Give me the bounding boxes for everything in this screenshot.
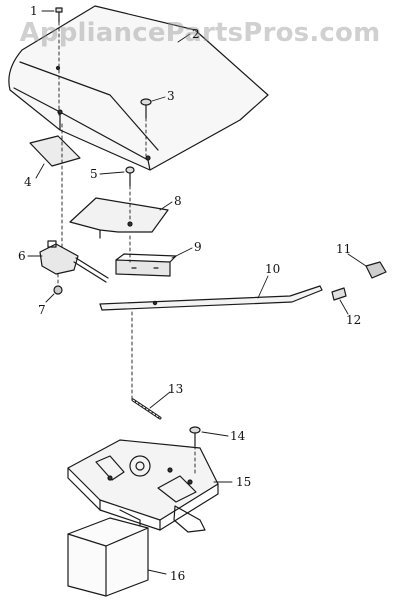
callout-2: 2 [192, 27, 200, 41]
callout-12: 12 [346, 313, 362, 327]
switch-6 [39, 240, 109, 283]
callout-14: 14 [230, 429, 246, 443]
rod-10 [99, 285, 323, 311]
pad-4 [29, 135, 81, 167]
screw-5 [125, 166, 135, 187]
screw-1 [55, 7, 63, 23]
callout-11: 11 [336, 242, 352, 256]
clip-12 [331, 287, 347, 301]
box-16 [67, 517, 149, 597]
callout-15: 15 [236, 475, 252, 489]
callout-13: 13 [168, 382, 184, 396]
callout-3: 3 [167, 89, 175, 103]
callout-16: 16 [170, 569, 186, 583]
leader-lines [27, 10, 367, 575]
screw-3 [140, 98, 152, 119]
callout-4: 4 [24, 175, 32, 189]
nut-7 [53, 285, 63, 295]
callout-7: 7 [38, 303, 46, 317]
assembly-guides [57, 21, 196, 477]
cap-11 [365, 261, 387, 279]
bracket-9 [115, 253, 177, 277]
callout-9: 9 [194, 240, 202, 254]
callout-1: 1 [30, 4, 38, 18]
cover-panel [8, 5, 269, 171]
spring-13 [131, 398, 162, 420]
callout-8: 8 [174, 194, 182, 208]
callout-5: 5 [90, 167, 98, 181]
bracket-8 [69, 197, 169, 239]
screw-14 [189, 426, 201, 447]
callout-10: 10 [265, 262, 281, 276]
base-15 [67, 439, 219, 533]
callout-6: 6 [18, 249, 26, 263]
